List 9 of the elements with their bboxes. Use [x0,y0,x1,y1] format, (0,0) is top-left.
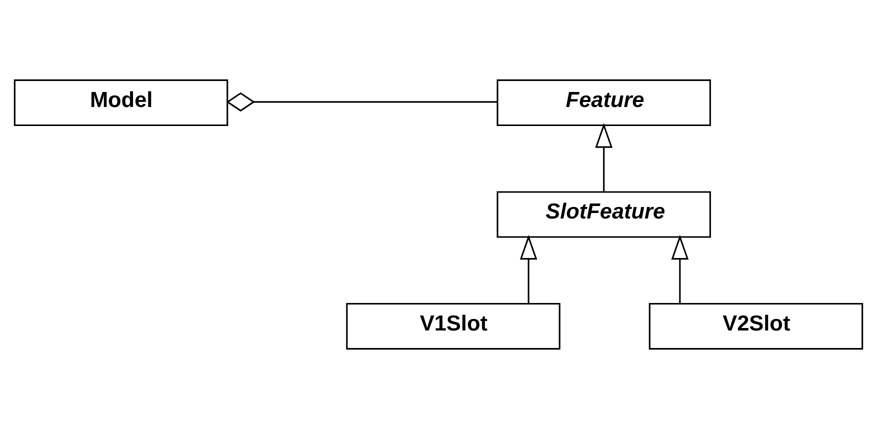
arrow [520,234,538,304]
node-box: V2Slot [648,303,864,350]
connector [226,92,498,112]
arrow [595,122,613,192]
node-box: SlotFeature [496,191,711,238]
arrow [671,234,689,304]
node-box: Feature [496,79,711,126]
node-box: Model [14,79,228,126]
node-box: V1Slot [346,303,560,350]
